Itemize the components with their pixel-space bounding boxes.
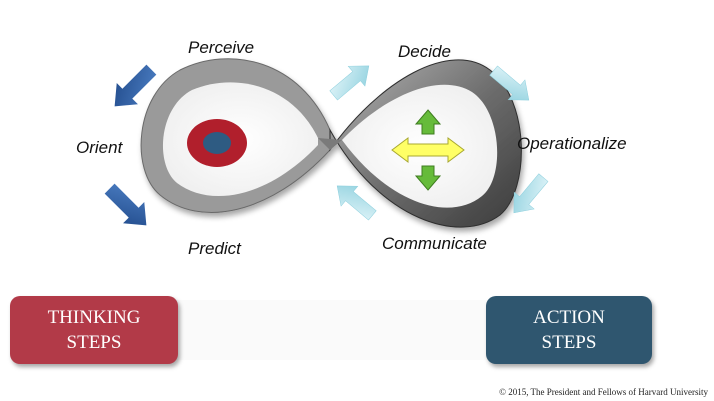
label-predict: Predict — [188, 239, 241, 258]
orient-arrow-top — [114, 64, 157, 107]
label-decide: Decide — [398, 42, 451, 61]
four-way-arrows-icon — [391, 109, 465, 191]
action-steps-box: ACTION STEPS — [486, 296, 652, 364]
copyright-text: © 2015, The President and Fellows of Har… — [499, 387, 708, 397]
action-box-line2: STEPS — [541, 332, 597, 353]
label-perceive: Perceive — [188, 38, 255, 57]
communicate-arrow — [336, 185, 377, 221]
thinking-box-line1: THINKING — [47, 307, 141, 328]
label-orient: Orient — [76, 138, 123, 157]
action-box-line1: ACTION — [533, 307, 605, 328]
thinking-steps-box: THINKING STEPS — [10, 296, 178, 364]
label-operationalize: Operationalize — [517, 134, 627, 153]
target-icon — [187, 119, 247, 167]
label-communicate: Communicate — [382, 234, 487, 253]
thinking-box-line2: STEPS — [66, 332, 122, 353]
operationalize-arrow-bottom — [513, 173, 549, 214]
operationalize-arrow-top — [489, 65, 530, 101]
decide-arrow — [329, 65, 370, 101]
orient-arrow-bottom — [104, 183, 147, 226]
